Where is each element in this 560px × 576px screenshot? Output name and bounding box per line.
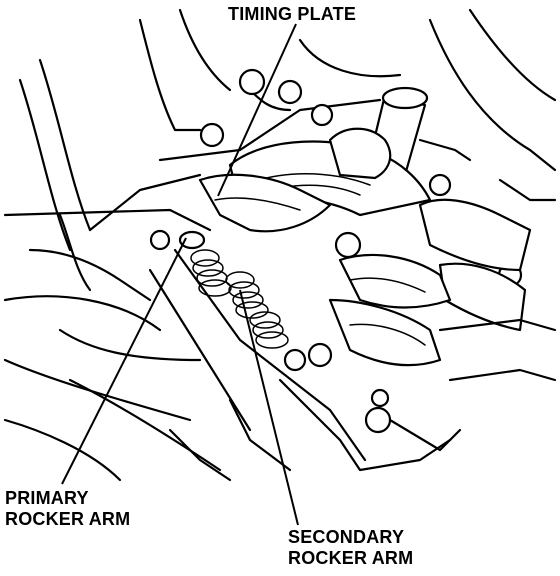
timing-plate-leader <box>217 23 297 197</box>
upper-structure <box>88 8 557 232</box>
secondary-rocker-arm-label: SECONDARY ROCKER ARM <box>288 527 413 569</box>
left-hoses <box>3 58 222 482</box>
primary-rocker-arm-label: PRIMARY ROCKER ARM <box>5 488 130 530</box>
primary-rocker-leader <box>61 237 187 485</box>
secondary-label-line2: ROCKER ARM <box>288 548 414 568</box>
secondary-rocker-leader <box>239 289 299 526</box>
secondary-label-line1: SECONDARY <box>288 527 405 547</box>
primary-label-line1: PRIMARY <box>5 488 89 508</box>
leader-lines <box>61 23 299 526</box>
cylinder-head <box>148 178 557 482</box>
primary-label-line2: ROCKER ARM <box>5 509 131 529</box>
valve-springs <box>178 230 289 349</box>
timing-plate-label: TIMING PLATE <box>228 4 356 25</box>
timing-plate-text: TIMING PLATE <box>228 4 357 24</box>
rocker-housing <box>198 127 532 367</box>
